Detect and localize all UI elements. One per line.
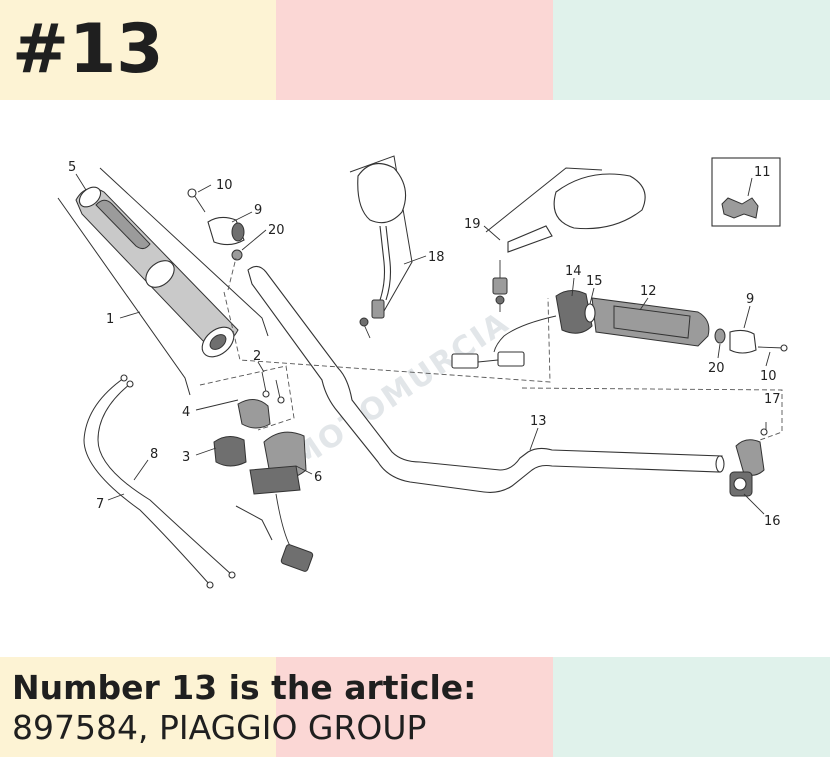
item-number-badge: #13 — [12, 10, 164, 89]
callout-labels: 5 10 9 20 1 2 4 3 6 8 7 18 19 11 14 15 1… — [68, 160, 781, 529]
callout-15: 15 — [586, 274, 603, 289]
callout-9-left: 9 — [254, 203, 262, 218]
right-mirror-part — [485, 167, 646, 312]
callout-1: 1 — [106, 312, 114, 327]
band-yellow — [0, 0, 276, 100]
callout-6: 6 — [314, 470, 322, 485]
callout-14: 14 — [565, 264, 582, 279]
handlebar-part — [227, 257, 725, 493]
exploded-parts-diagram: MOTOMURCIA — [57, 155, 788, 589]
caption-article-code: 897584, PIAGGIO GROUP — [12, 708, 427, 747]
callout-10-left: 10 — [216, 178, 233, 193]
callout-5: 5 — [68, 160, 76, 175]
watermark: MOTOMURCIA — [285, 305, 516, 477]
leader-lines — [75, 173, 771, 515]
left-switch-group — [199, 365, 314, 572]
part-11-inset — [711, 157, 781, 227]
callout-11: 11 — [754, 165, 771, 180]
band-pink — [276, 0, 553, 100]
callout-16: 16 — [764, 514, 781, 529]
callout-12: 12 — [640, 284, 657, 299]
right-grip-group — [223, 290, 788, 497]
top-color-band — [0, 0, 830, 100]
callout-17: 17 — [764, 392, 781, 407]
callout-8: 8 — [150, 447, 158, 462]
band-pink — [276, 657, 553, 757]
callout-7: 7 — [96, 497, 104, 512]
left-mirror-part — [349, 155, 413, 339]
caption-article-heading: Number 13 is the article: — [12, 668, 477, 707]
left-bar-end-parts — [187, 188, 245, 261]
callout-10-right: 10 — [760, 369, 777, 384]
left-grip-group — [57, 167, 314, 589]
callout-3: 3 — [182, 450, 190, 465]
bottom-color-band — [0, 657, 830, 757]
callout-20-left: 20 — [268, 223, 285, 238]
band-mint — [553, 657, 830, 757]
throttle-cables — [83, 374, 236, 589]
band-mint — [553, 0, 830, 100]
callout-19: 19 — [464, 217, 481, 232]
callout-2: 2 — [253, 349, 261, 364]
callout-18: 18 — [428, 250, 445, 265]
callout-9-right: 9 — [746, 292, 754, 307]
callout-20-right: 20 — [708, 361, 725, 376]
left-grip-part — [75, 186, 239, 358]
band-yellow — [0, 657, 276, 757]
callout-13: 13 — [530, 414, 547, 429]
callout-4: 4 — [182, 405, 190, 420]
